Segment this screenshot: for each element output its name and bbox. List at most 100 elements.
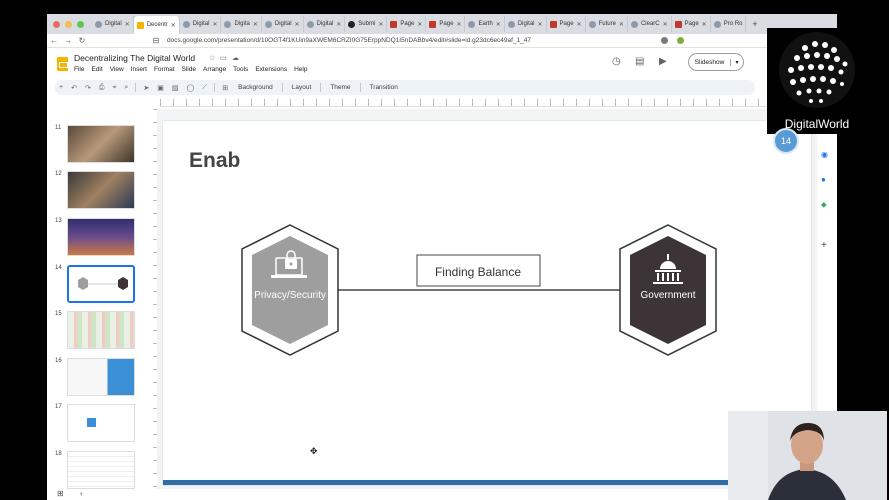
browser-tab[interactable]: Digital✕ [505,16,547,32]
close-tab-icon[interactable]: ✕ [336,21,342,28]
current-slide[interactable]: Enab Privacy/Security Finding Balance [163,121,811,485]
menu-format[interactable]: Format [153,66,175,73]
image-icon[interactable]: ▨ [171,84,179,92]
transition-button[interactable]: Transition [369,84,398,91]
new-tab-button[interactable]: + [752,19,758,29]
maps-icon[interactable]: ⬥ [821,200,827,209]
browser-tab[interactable]: Digital✕ [180,16,222,32]
close-tab-icon[interactable]: ✕ [701,21,707,28]
close-tab-icon[interactable]: ✕ [212,21,218,28]
select-cursor-icon[interactable]: ➤ [143,84,150,92]
filmstrip-slide[interactable]: 16 [55,358,145,400]
browser-tab[interactable]: Digital✕ [304,16,346,32]
browser-tab[interactable]: Earth✕ [465,16,505,32]
comments-icon[interactable]: ▤ [635,56,645,67]
right-hex-label[interactable]: Government [640,290,695,301]
close-tab-icon[interactable]: ✕ [124,21,130,28]
filmstrip-slide[interactable]: 14 [55,265,145,307]
browser-tab[interactable]: Digita✕ [221,16,262,32]
left-hex-label[interactable]: Privacy/Security [254,290,326,301]
contacts-icon[interactable]: ● [821,175,826,184]
menu-edit[interactable]: Edit [91,66,103,73]
browser-tab[interactable]: Submi✕ [345,16,388,32]
close-tab-icon[interactable]: ✕ [294,21,300,28]
menu-file[interactable]: File [74,66,85,73]
chevron-down-icon[interactable]: ▾ [735,59,739,66]
slide-heading[interactable]: Enab [189,149,241,172]
filmstrip-slide[interactable]: 18 [55,451,145,493]
forward-icon[interactable]: → [64,36,72,45]
slide-thumbnail[interactable] [67,358,135,396]
reload-icon[interactable]: ↻ [78,36,86,45]
collapse-filmstrip-icon[interactable]: ‹ [79,489,83,498]
undo-icon[interactable]: ↶ [71,84,77,92]
new-slide-icon[interactable]: + [59,84,64,91]
filmstrip-slide[interactable]: 11 [55,125,145,167]
browser-tab[interactable]: Page✕ [387,16,427,32]
presenter-avatar-badge[interactable]: 14 [773,128,799,154]
redo-icon[interactable]: ↷ [84,84,91,92]
cloud-status-icon[interactable]: ☁ [232,55,239,62]
zoom-icon[interactable]: ⌕ [124,83,129,91]
browser-tab[interactable]: Page✕ [672,16,711,32]
history-icon[interactable]: ◷ [612,56,621,67]
site-info-icon[interactable]: ⊟ [152,36,160,45]
close-tab-icon[interactable]: ✕ [252,21,258,28]
slide-thumbnail[interactable] [67,404,135,442]
close-tab-icon[interactable]: ✕ [662,21,668,28]
star-icon[interactable]: ☆ [209,55,216,62]
close-tab-icon[interactable]: ✕ [495,21,501,28]
slide-thumbnail-selected[interactable] [67,265,135,303]
browser-tab[interactable]: Page✕ [426,16,466,32]
left-hex-fill[interactable] [252,236,328,344]
menu-view[interactable]: View [109,66,124,73]
slides-logo-icon[interactable] [57,57,68,71]
close-tab-icon[interactable]: ✕ [618,21,624,28]
close-tab-icon[interactable]: ✕ [170,22,176,29]
paint-format-icon[interactable]: ⌖ [112,83,117,91]
close-tab-icon[interactable]: ✕ [537,21,543,28]
grid-view-icon[interactable]: ⊞ [57,489,64,498]
slide-thumbnail[interactable] [67,171,135,209]
right-hex-fill[interactable] [630,236,706,344]
filmstrip-slide[interactable]: 15 [55,311,145,353]
menu-extensions[interactable]: Extensions [255,66,288,73]
comment-add-icon[interactable]: ⊞ [222,84,229,92]
slideshow-button[interactable]: Slideshow ▾ [688,53,744,71]
slide-thumbnail[interactable] [67,125,135,163]
maximize-window-button[interactable] [77,20,84,28]
theme-button[interactable]: Theme [330,84,351,91]
filmstrip-slide[interactable]: 12 [55,171,145,213]
extension-icon[interactable] [677,37,684,44]
line-icon[interactable]: ⟋ [202,83,208,91]
close-window-button[interactable] [53,20,60,28]
url-field[interactable]: docs.google.com/presentation/d/10OGT4f1K… [167,37,532,44]
browser-tab[interactable]: Future✕ [586,16,628,32]
slide-thumbnail[interactable] [67,451,135,489]
center-box[interactable] [416,254,541,287]
tasks-icon[interactable]: ◉ [821,150,828,159]
slide-thumbnail[interactable] [67,311,135,349]
slide-thumbnail[interactable] [67,218,135,256]
minimize-window-button[interactable] [65,20,72,28]
document-title[interactable]: Decentralizing The Digital World [74,53,196,63]
browser-tab[interactable]: ClearC✕ [628,16,672,32]
center-box-label[interactable]: Finding Balance [435,265,521,279]
browser-tab[interactable]: Page✕ [547,16,586,32]
extension-icon[interactable] [661,37,668,44]
menu-tools[interactable]: Tools [233,66,249,73]
close-tab-icon[interactable]: ✕ [576,21,582,28]
layout-button[interactable]: Layout [291,84,312,91]
browser-tab[interactable]: Digital✕ [92,16,134,32]
add-addon-icon[interactable]: + [821,240,827,251]
menu-arrange[interactable]: Arrange [203,66,227,73]
print-icon[interactable]: ⎙ [98,83,105,91]
close-tab-icon[interactable]: ✕ [417,21,423,28]
back-icon[interactable]: ← [50,36,58,45]
browser-tab-active[interactable]: Decentr✕ [133,16,180,34]
close-tab-icon[interactable]: ✕ [456,21,462,28]
shape-icon[interactable]: ◯ [186,84,195,92]
text-box-icon[interactable]: ▣ [157,84,164,92]
menu-help[interactable]: Help [294,66,308,73]
browser-tab[interactable]: Pro Ro [711,16,747,32]
